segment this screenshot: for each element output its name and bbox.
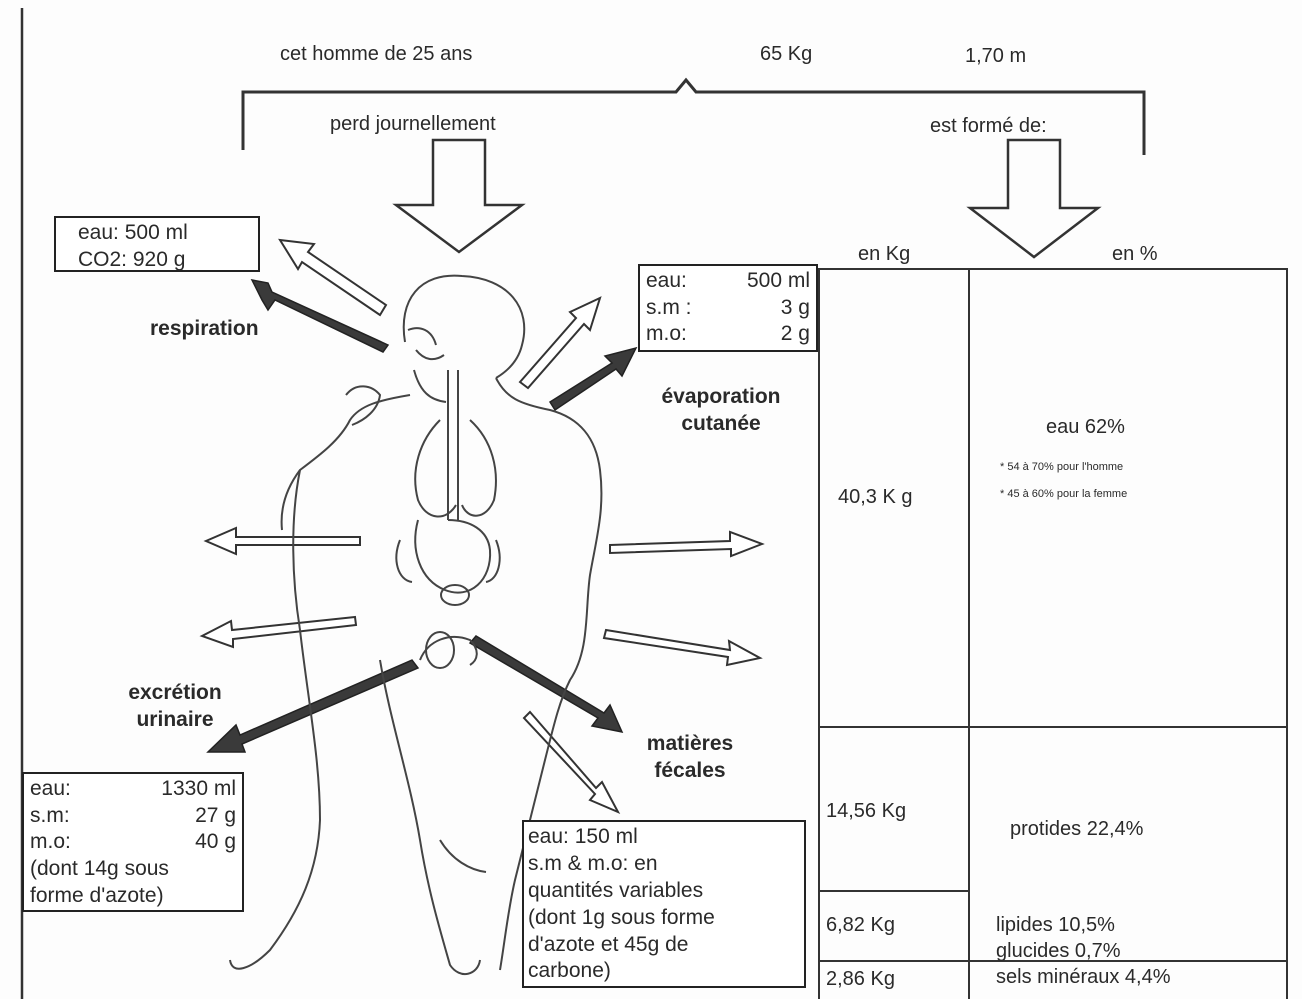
evaporation-row-mo: m.o:2 g bbox=[646, 321, 810, 348]
fecal-line-4: (dont 1g sous forme bbox=[528, 905, 800, 932]
urinary-row-water: eau:1330 ml bbox=[30, 776, 236, 803]
urinary-note-2: forme d'azote) bbox=[30, 883, 236, 910]
urinary-box: eau:1330 ml s.m:27 g m.o:40 g (dont 14g … bbox=[22, 772, 244, 912]
evaporation-row-water: eau:500 ml bbox=[646, 268, 810, 295]
water-note-man: * 54 à 70% pour l'homme bbox=[1000, 461, 1123, 473]
outline-arrow-right-lower bbox=[604, 630, 760, 665]
proteins-pct: protides 22,4% bbox=[1010, 818, 1143, 841]
consists-of-label: est formé de: bbox=[930, 116, 1047, 136]
outline-arrow-left-upper bbox=[206, 528, 360, 554]
loses-daily-label: perd journellement bbox=[330, 114, 496, 134]
dark-arrow-fecal bbox=[470, 636, 622, 732]
down-arrow-loss bbox=[396, 140, 522, 252]
lipids-pct: lipides 10,5% bbox=[996, 914, 1115, 937]
composition-pct-column bbox=[968, 268, 1288, 999]
respiration-co2: CO2: 920 g bbox=[78, 247, 248, 274]
urinary-label-2: urinaire bbox=[100, 709, 250, 730]
evaporation-label-1: évaporation bbox=[632, 386, 810, 407]
urinary-label-1: excrétion bbox=[100, 682, 250, 703]
fecal-line-3: quantités variables bbox=[528, 878, 800, 905]
urinary-row-mo: m.o:40 g bbox=[30, 829, 236, 856]
minerals-kg: 2,86 Kg bbox=[826, 968, 895, 991]
fecal-line-6: carbone) bbox=[528, 958, 800, 985]
urinary-row-sm: s.m:27 g bbox=[30, 803, 236, 830]
evaporation-label-2: cutanée bbox=[632, 413, 810, 434]
fecal-label-2: fécales bbox=[620, 760, 760, 781]
fecal-line-5: d'azote et 45g de bbox=[528, 932, 800, 959]
weight-label: 65 Kg bbox=[760, 44, 812, 64]
outline-arrow-evaporation bbox=[520, 298, 600, 388]
evaporation-box: eau:500 ml s.m :3 g m.o:2 g bbox=[638, 264, 818, 352]
down-arrow-composition bbox=[970, 140, 1098, 257]
respiration-box: eau: 500 ml CO2: 920 g bbox=[54, 216, 260, 272]
col-header-kg: en Kg bbox=[858, 244, 910, 264]
lipids-kg: 6,82 Kg bbox=[826, 914, 895, 937]
dark-arrow-evaporation bbox=[550, 348, 636, 410]
dark-arrow-urinary bbox=[208, 660, 418, 752]
outline-arrow-right-upper bbox=[610, 532, 762, 556]
fecal-line-1: eau: 150 ml bbox=[528, 824, 800, 851]
outline-arrow-left-lower bbox=[202, 617, 356, 647]
urinary-note-1: (dont 14g sous bbox=[30, 856, 236, 883]
respiration-water: eau: 500 ml bbox=[78, 220, 248, 247]
col-header-pct: en % bbox=[1112, 244, 1158, 264]
fecal-box: eau: 150 ml s.m & m.o: en quantités vari… bbox=[522, 820, 806, 988]
separator-water-proteins bbox=[818, 726, 1288, 728]
fecal-label-1: matières bbox=[620, 733, 760, 754]
proteins-kg: 14,56 Kg bbox=[826, 800, 906, 823]
water-kg: 40,3 K g bbox=[838, 486, 913, 509]
evaporation-row-sm: s.m :3 g bbox=[646, 295, 810, 322]
subject-label: cet homme de 25 ans bbox=[280, 44, 472, 64]
fecal-line-2: s.m & m.o: en bbox=[528, 851, 800, 878]
dark-arrow-respiration bbox=[252, 280, 388, 352]
minerals-pct: sels minéraux 4,4% bbox=[996, 966, 1171, 989]
water-note-woman: * 45 à 60% pour la femme bbox=[1000, 488, 1127, 500]
height-label: 1,70 m bbox=[965, 46, 1026, 66]
separator-proteins-lipids bbox=[818, 890, 970, 892]
respiration-label: respiration bbox=[150, 318, 259, 339]
water-pct: eau 62% bbox=[1046, 416, 1125, 439]
carbs-pct: glucides 0,7% bbox=[996, 940, 1121, 963]
